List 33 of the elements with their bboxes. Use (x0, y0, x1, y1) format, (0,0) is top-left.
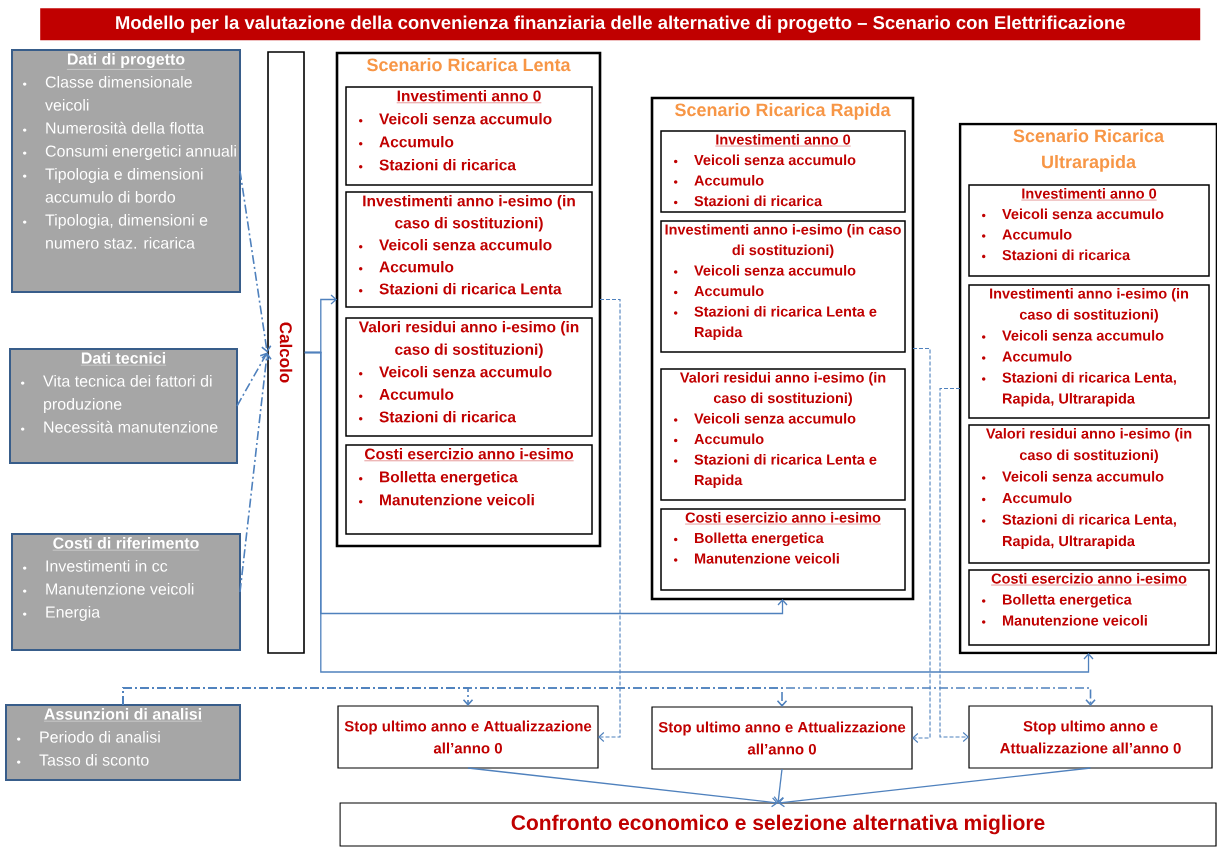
cost-item-box: Costi esercizio anno i-esimo Bolletta energetica Manutenzione veicoli (345, 444, 593, 535)
cost-item-box: Valori residui anno i-esimo (in caso di sostituzioni) Veicoli senza accumulo Accumulo Stazioni di ricarica (345, 317, 593, 437)
arrow (236, 352, 269, 407)
arrow (239, 170, 272, 353)
arrow (939, 387, 969, 743)
cost-item-box: Valori residui anno i-esimo (in caso di sostituzioni) Veicoli senza accumulo Accumulo Stazioni di ricarica Lenta, Rapida, Ultrarapida (968, 424, 1210, 564)
arrow (778, 767, 1092, 808)
input-box: Dati tecnici Vita tecnica dei fattori di produzione Necessità manutenzione (9, 348, 238, 464)
calculation-bar: Calcolo (267, 51, 305, 654)
arrow (773, 768, 784, 803)
result-box: Confronto economico e selezione alternativa migliore (339, 802, 1217, 847)
cost-item-box: Investimenti anno 0 Veicoli senza accumulo Accumulo Stazioni di ricarica (660, 130, 906, 213)
title-bar: Modello per la valutazione della convenienza finanziaria delle alternative di progetto – Scenario con Elettrificazione (40, 8, 1201, 41)
input-box: Dati di progetto Classe dimensionale veicoli Numerosità della flotta Consumi energetici annuali Tipologia e dimensioni accumulo di bordo Tipologia, dimensioni e numero staz. ricarica (11, 49, 241, 293)
cost-item-box: Investimenti anno 0 Veicoli senza accumulo Accumulo Stazioni di ricarica (968, 184, 1210, 277)
input-box: Costi di riferimento Investimenti in cc Manutenzione veicoli Energia (11, 533, 241, 651)
arrow (122, 687, 1096, 706)
arrow (912, 347, 931, 744)
input-box: Assunzioni di analisi Periodo di analisi Tasso di sconto (5, 704, 241, 781)
cost-item-box: Investimenti anno i-esimo (in caso di sostituzioni) Veicoli senza accumulo Accumulo Stazioni di ricarica Lenta, Rapida, Ultrarapida (968, 284, 1210, 419)
discount-box: Stop ultimo anno e Attualizzazione all’anno 0 (651, 706, 913, 770)
arrow (598, 298, 621, 743)
discount-box: Stop ultimo anno e Attualizzazione all’anno 0 (337, 705, 599, 769)
cost-item-box: Valori residui anno i-esimo (in caso di sostituzioni) Veicoli senza accumulo Accumulo Stazioni di ricarica Lenta e Rapida (660, 368, 906, 501)
discount-box: Stop ultimo anno e Attualizzazione all’anno 0 (968, 705, 1213, 769)
cost-item-box: Costi esercizio anno i-esimo Bolletta energetica Manutenzione veicoli (968, 569, 1210, 646)
arrow (304, 351, 1094, 673)
cost-item-box: Costi esercizio anno i-esimo Bolletta energetica Manutenzione veicoli (660, 508, 906, 591)
arrow (239, 352, 272, 593)
cost-item-box: Investimenti anno 0 Veicoli senza accumulo Accumulo Stazioni di ricarica (345, 86, 593, 186)
cost-item-box: Investimenti anno i-esimo (in caso di sostituzioni) Veicoli senza accumulo Accumulo Stazioni di ricarica Lenta (345, 191, 593, 308)
cost-item-box: Investimenti anno i-esimo (in caso di sostituzioni) Veicoli senza accumulo Accumulo Stazioni di ricarica Lenta e Rapida (660, 220, 906, 353)
arrow (467, 767, 778, 808)
